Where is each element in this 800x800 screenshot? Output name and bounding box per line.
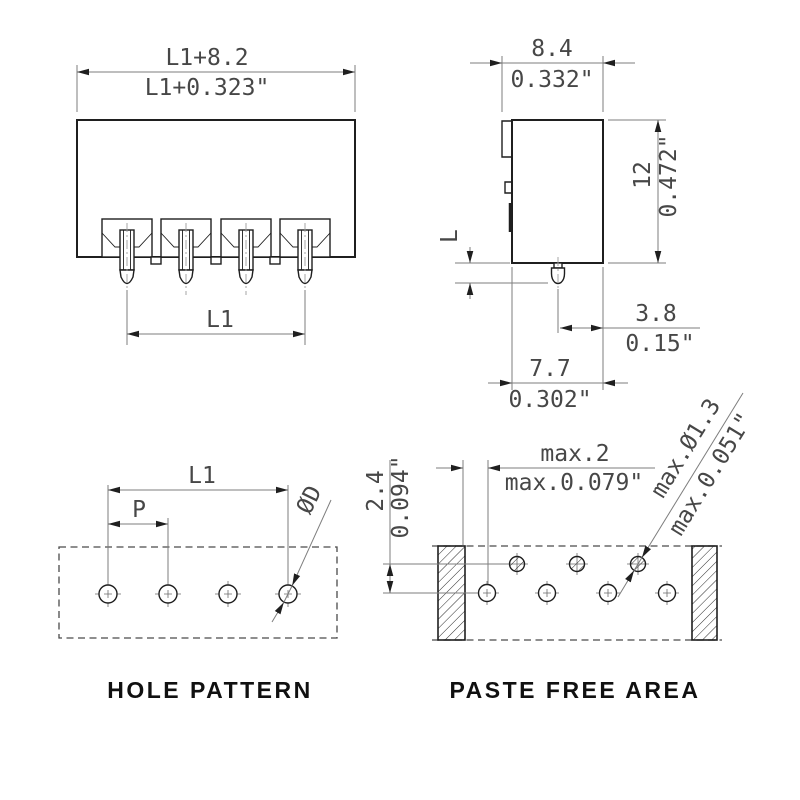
front-dim-overall-in: L1+0.323" xyxy=(145,75,270,101)
hole-pattern-title: HOLE PATTERN xyxy=(107,677,312,703)
hole-dim-diameter-label: ØD xyxy=(292,482,328,518)
side-dim-width-mm: 8.4 xyxy=(531,36,573,62)
side-tab xyxy=(504,181,512,194)
hole-pattern-view: L1 P ØD HOLE PATTERN xyxy=(58,463,338,703)
solder-hole xyxy=(596,581,620,605)
side-dim-width: 8.4 0.332" xyxy=(470,36,635,112)
paste-free-area-title: PASTE FREE AREA xyxy=(450,677,701,703)
connector-pin xyxy=(297,223,313,295)
hole-dim-span-label: L1 xyxy=(188,463,216,489)
paste-dim-clearance-mm: max.2 xyxy=(540,441,609,467)
front-view: L1+8.2 L1+0.323" xyxy=(76,45,356,345)
paste-free-holes xyxy=(506,553,649,575)
solder-hole xyxy=(535,581,559,605)
holes xyxy=(95,581,301,607)
hole-pattern-boundary xyxy=(58,546,338,639)
paste-dim-row-offset-mm: 2.4 xyxy=(363,470,389,512)
solder-hole xyxy=(475,581,499,605)
side-dim-pin-length-label: L xyxy=(437,229,463,243)
connector-pin xyxy=(178,223,194,295)
paste-keepout-bar-right xyxy=(691,545,718,641)
side-dim-pin-length: L xyxy=(437,229,548,299)
solder-holes xyxy=(475,581,679,605)
connector-pins xyxy=(119,223,313,295)
hole-dim-pitch-label: P xyxy=(132,497,146,523)
paste-dim-row-offset: 2.4 0.094" xyxy=(363,455,508,594)
side-dim-pin-to-edge-in: 0.15" xyxy=(625,331,694,357)
side-dim-body-depth-in: 0.302" xyxy=(508,387,591,413)
hole-dim-span: L1 xyxy=(107,463,289,583)
front-dim-pin-span-label: L1 xyxy=(206,307,234,333)
mounting-foot xyxy=(150,256,162,265)
side-dim-height: 12 0.472" xyxy=(608,119,682,264)
solder-hole xyxy=(655,581,679,605)
paste-dim-clearance-in: max.0.079" xyxy=(505,470,643,496)
connector-pin xyxy=(238,223,254,295)
paste-dim-row-offset-in: 0.094" xyxy=(388,455,414,538)
hole-dim-diameter: ØD xyxy=(271,482,332,623)
hole-dim-pitch: P xyxy=(108,497,168,528)
side-dim-pin-to-edge: 3.8 0.15" xyxy=(511,267,700,390)
side-view: 8.4 0.332" 12 0.472" L xyxy=(437,36,700,413)
front-dim-overall: L1+8.2 L1+0.323" xyxy=(76,45,356,112)
front-dim-pin-span: L1 xyxy=(126,290,306,345)
pin-sockets xyxy=(101,218,331,265)
side-dim-height-mm: 12 xyxy=(630,161,656,189)
paste-free-hole xyxy=(566,553,588,575)
side-flange xyxy=(501,120,512,158)
side-dim-body-depth-mm: 7.7 xyxy=(529,356,571,382)
paste-free-area-view: 2.4 0.094" max.2 max.0.079" max.Ø1.3 max… xyxy=(363,392,758,703)
front-dim-overall-mm: L1+8.2 xyxy=(165,45,248,71)
mounting-foot xyxy=(210,256,222,265)
paste-free-hole xyxy=(506,553,528,575)
side-dim-body-depth: 7.7 0.302" xyxy=(488,356,628,413)
paste-area-boundary xyxy=(432,545,722,641)
connector-pin xyxy=(119,223,135,295)
side-dim-pin-to-edge-mm: 3.8 xyxy=(635,301,677,327)
side-dim-width-in: 0.332" xyxy=(510,67,593,93)
paste-dim-clearance: max.2 max.0.079" xyxy=(436,441,655,584)
connector-body-side xyxy=(511,119,604,264)
side-pin xyxy=(550,257,566,292)
side-dim-height-in: 0.472" xyxy=(656,134,682,217)
mounting-foot xyxy=(269,256,281,265)
